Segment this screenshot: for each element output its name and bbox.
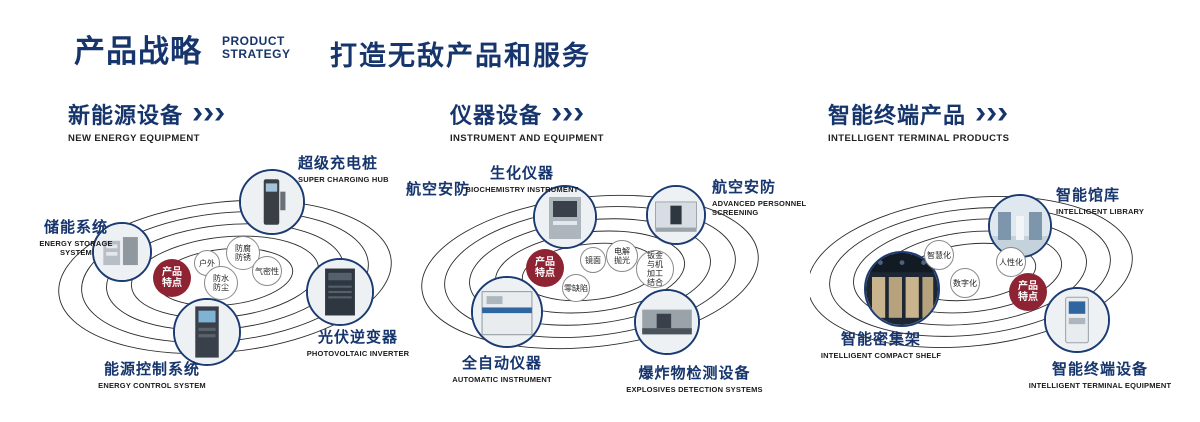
section-title-row: 新能源设备 <box>68 98 225 130</box>
feature-bubble-sheetmetal-machining: 钣金与机加工结合 <box>636 250 674 288</box>
product-label-personnel-screening: 航空安防 ADVANCED PERSONNEL SCREENING <box>712 176 817 217</box>
energy-control-photo <box>175 300 239 364</box>
diagram-new-energy: 超级充电桩 SUPER CHARGING HUB 储能系统 ENERGY STO… <box>38 140 440 415</box>
product-name-en: INTELLIGENT LIBRARY <box>1056 207 1145 216</box>
product-label-photovoltaic-inverter: 光伏逆变器 PHOTOVOLTAIC INVERTER <box>298 326 418 358</box>
intelligent-library-photo <box>990 196 1050 256</box>
charging-hub-photo <box>241 171 303 233</box>
product-name-en: INTELLIGENT COMPACT SHELF <box>820 351 942 360</box>
product-label-energy-storage: 储能系统 ENERGY STORAGE SYSTEM <box>38 216 114 257</box>
product-circle-energy-storage <box>92 222 152 282</box>
page-title-en-line1: PRODUCT <box>222 34 285 48</box>
compact-shelf-photo <box>866 253 938 325</box>
product-label-terminal-equipment: 智能终端设备 INTELLIGENT TERMINAL EQUIPMENT <box>1020 358 1180 390</box>
product-name-en: EXPLOSIVES DETECTION SYSTEMS <box>626 385 763 394</box>
section-title: 智能终端产品 <box>828 103 967 128</box>
diagram-instrument: 航空安防 生化仪器 BIOCHEMISTRY INSTRUMENT 航空安防 A… <box>400 140 820 415</box>
section-subtitle: INSTRUMENT AND EQUIPMENT <box>450 133 604 144</box>
product-circle-automatic-instrument <box>471 276 543 348</box>
product-name-en: INTELLIGENT TERMINAL EQUIPMENT <box>1028 381 1172 390</box>
explosives-detection-photo <box>636 291 698 353</box>
energy-storage-photo <box>94 224 150 280</box>
page-title: 产品战略 <box>74 34 202 69</box>
product-circle-super-charging-hub <box>239 169 305 235</box>
feature-bubble-zero-defect: 零缺陷 <box>562 274 590 302</box>
feature-bubble-intelligent: 智慧化 <box>924 240 954 270</box>
product-name: 智能密集架 <box>840 331 921 348</box>
section-head-intelligent-terminal: 智能终端产品 INTELLIGENT TERMINAL PRODUCTS <box>828 98 1009 144</box>
section-title-row: 智能终端产品 <box>828 98 1009 130</box>
product-name: 储能系统 <box>43 219 108 236</box>
feature-bubble-waterproof: 防水防尘 <box>204 266 238 300</box>
product-circle-terminal-equipment <box>1044 287 1110 353</box>
product-label-explosives-detection: 爆炸物检测设备 EXPLOSIVES DETECTION SYSTEMS <box>612 362 777 394</box>
product-label-super-charging-hub: 超级充电桩 SUPER CHARGING HUB <box>298 152 418 184</box>
biochemistry-instrument-photo <box>535 187 595 247</box>
product-name-en: BIOCHEMISTRY INSTRUMENT <box>465 185 579 194</box>
product-name: 超级充电桩 <box>298 155 379 172</box>
section-head-instrument: 仪器设备 INSTRUMENT AND EQUIPMENT <box>450 98 604 144</box>
product-circle-energy-control <box>173 298 241 366</box>
product-circle-biochemistry-instrument <box>533 185 597 249</box>
personnel-screening-photo <box>648 187 704 243</box>
terminal-equipment-photo <box>1046 289 1108 351</box>
product-circle-photovoltaic-inverter <box>306 258 374 326</box>
product-circle-explosives-detection <box>634 289 700 355</box>
product-name: 智能终端设备 <box>1051 361 1148 378</box>
section-title: 仪器设备 <box>450 103 543 128</box>
label-aviation-security: 航空安防 <box>406 181 471 198</box>
section-head-new-energy: 新能源设备 NEW ENERGY EQUIPMENT <box>68 98 225 144</box>
triple-chevron-icon <box>191 107 225 121</box>
product-name: 智能馆库 <box>1056 187 1121 204</box>
product-name: 航空安防 <box>712 179 777 196</box>
feature-bubble-electropolish: 电解抛光 <box>606 240 638 272</box>
product-name-en: SUPER CHARGING HUB <box>298 175 389 184</box>
product-circle-intelligent-library <box>988 194 1052 258</box>
page-title-en: PRODUCT STRATEGY <box>222 35 290 61</box>
section-title: 新能源设备 <box>68 103 184 128</box>
photovoltaic-inverter-photo <box>308 260 372 324</box>
product-name-en: AUTOMATIC INSTRUMENT <box>452 375 552 384</box>
product-label-intelligent-library: 智能馆库 INTELLIGENT LIBRARY <box>1056 184 1166 216</box>
triple-chevron-icon <box>974 107 1008 121</box>
product-name: 全自动仪器 <box>461 355 542 372</box>
product-name-en: ENERGY CONTROL SYSTEM <box>98 381 206 390</box>
product-features-badge: 产品特点 <box>1009 273 1047 311</box>
product-name-en: ENERGY STORAGE SYSTEM <box>39 239 113 257</box>
page-title-en-line2: STRATEGY <box>222 47 291 61</box>
product-label-energy-control: 能源控制系统 ENERGY CONTROL SYSTEM <box>82 358 222 390</box>
feature-bubble-humanized: 人性化 <box>996 247 1026 277</box>
tagline: 打造无敌产品和服务 <box>330 41 591 71</box>
product-features-badge: 产品特点 <box>153 259 191 297</box>
diagram-intelligent-terminal: 智能馆库 INTELLIGENT LIBRARY 智能密集架 INTELLIGE… <box>810 140 1200 415</box>
product-name-en: ADVANCED PERSONNEL SCREENING <box>712 199 807 217</box>
section-title-row: 仪器设备 <box>450 98 604 130</box>
triple-chevron-icon <box>550 107 584 121</box>
product-features-badge: 产品特点 <box>526 249 564 287</box>
feature-bubble-mirror: 镜面 <box>580 247 606 273</box>
product-name: 爆炸物检测设备 <box>638 365 751 382</box>
feature-bubble-digital: 数字化 <box>950 268 980 298</box>
product-label-compact-shelf: 智能密集架 INTELLIGENT COMPACT SHELF <box>816 328 946 360</box>
product-name: 能源控制系统 <box>103 361 200 378</box>
product-name: 生化仪器 <box>489 165 554 182</box>
feature-bubble-airtightness: 气密性 <box>252 256 282 286</box>
section-subtitle: INTELLIGENT TERMINAL PRODUCTS <box>828 133 1010 144</box>
product-name: 光伏逆变器 <box>317 329 398 346</box>
automatic-instrument-photo <box>473 278 541 346</box>
product-circle-personnel-screening <box>646 185 706 245</box>
section-subtitle: NEW ENERGY EQUIPMENT <box>68 133 200 144</box>
product-label-biochemistry-instrument: 生化仪器 BIOCHEMISTRY INSTRUMENT <box>462 162 582 194</box>
product-label-automatic-instrument: 全自动仪器 AUTOMATIC INSTRUMENT <box>432 352 572 384</box>
product-name-en: PHOTOVOLTAIC INVERTER <box>306 349 410 358</box>
